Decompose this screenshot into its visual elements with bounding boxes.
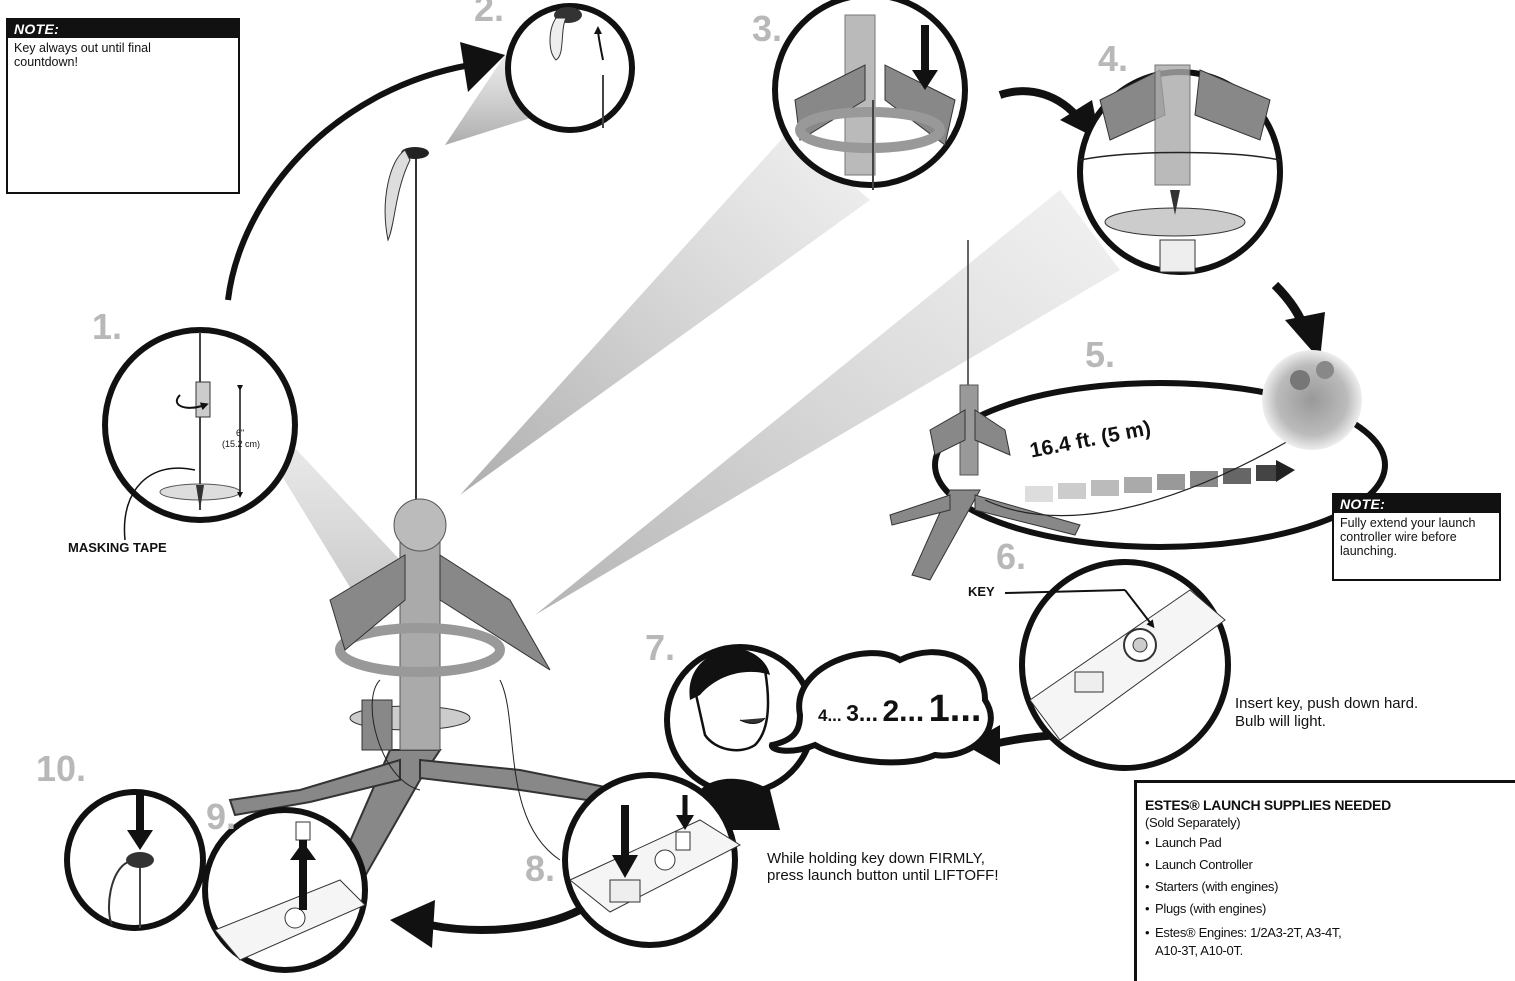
zoom-circle-2 (505, 3, 635, 133)
step-number-10: 10. (36, 748, 87, 789)
step-number-3: 3. (752, 8, 783, 49)
step-number-6: 6. (996, 536, 1027, 577)
step-number-9: 9. (206, 796, 237, 837)
wire-note: NOTE: Fully extend your launch controlle… (1332, 493, 1501, 581)
countdown-2: 2... (882, 695, 925, 728)
key-note-text: Key always out until final countdown! (14, 41, 151, 69)
measure-cm: (15.2 cm) (222, 439, 261, 449)
zoom-circle-6 (1004, 559, 1231, 771)
bulb-icon (1123, 628, 1157, 662)
supply-item: •Starters (with engines) (1145, 879, 1279, 894)
step6-caption-line1: Insert key, push down hard. (1235, 695, 1419, 712)
supplies-subtitle: (Sold Separately) (1145, 815, 1241, 830)
key-label: KEY (968, 584, 995, 599)
supply-item: •Launch Pad (1145, 835, 1222, 850)
zoom-beams (250, 55, 1120, 620)
supply-item: •Plugs (with engines) (1145, 901, 1267, 916)
step-number-2: 2. (474, 0, 505, 29)
step-number-1: 1. (92, 306, 123, 347)
zoom-circle-4 (1077, 64, 1283, 275)
countdown-3: 3... (846, 700, 879, 726)
masking-tape-label: MASKING TAPE (68, 540, 167, 555)
step-number-5: 5. (1085, 334, 1116, 375)
countdown-1: 1... (928, 688, 982, 730)
countdown-4: 4... (818, 706, 842, 725)
countdown-bubble (769, 649, 994, 766)
main-rocket-assembly (228, 147, 621, 922)
step5-scene (889, 240, 1388, 581)
zoom-circle-10 (64, 789, 206, 931)
supply-item: •Launch Controller (1145, 857, 1253, 872)
step8-caption-line1: While holding key down FIRMLY, (767, 850, 985, 867)
key-note-heading: NOTE: (8, 20, 238, 38)
step-number-8: 8. (525, 848, 556, 889)
zoom-circle-8 (562, 772, 742, 948)
supply-engines: •Estes® Engines: 1/2A3-2T, A3-4T,A10-3T,… (1145, 925, 1342, 958)
supplies-list: •Launch Pad •Launch Controller •Starters… (1137, 832, 1515, 960)
wire-note-heading: NOTE: (1334, 495, 1499, 513)
zoom-circle-9 (202, 807, 368, 973)
zoom-circle-3 (772, 0, 968, 190)
countdown-text: 4... 3... 2... 1... (818, 688, 981, 731)
step-number-4: 4. (1098, 38, 1129, 79)
step6-caption-line2: Bulb will light. (1235, 713, 1326, 730)
wire-note-text: Fully extend your launch controller wire… (1340, 516, 1476, 558)
step-number-7: 7. (645, 627, 676, 668)
key-note: NOTE: Key always out until final countdo… (6, 18, 240, 194)
measure-inches: 6" (236, 428, 245, 438)
distance-gradient-arrow (1025, 460, 1295, 502)
step8-caption-line2: press launch button until LIFTOFF! (767, 867, 999, 884)
supplies-title: ESTES® LAUNCH SUPPLIES NEEDED (1145, 797, 1391, 813)
zoom-circle-1 (102, 327, 298, 541)
supplies-panel: ESTES® LAUNCH SUPPLIES NEEDED (Sold Sepa… (1134, 780, 1515, 981)
